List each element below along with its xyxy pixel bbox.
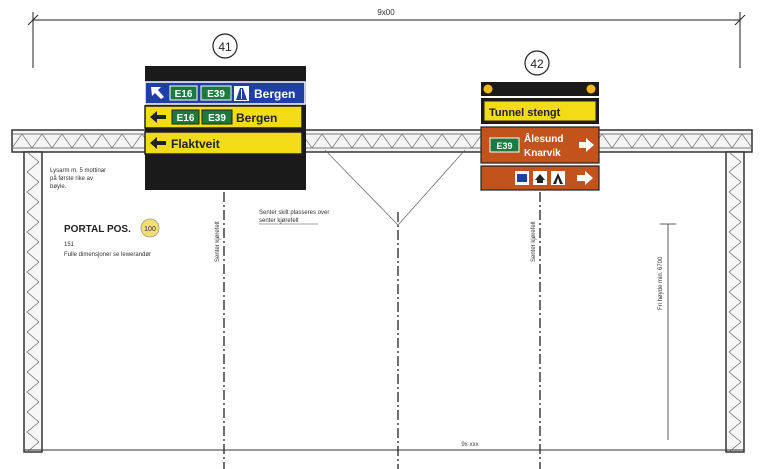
up-left-arrow-icon xyxy=(151,87,164,99)
tourist-icon xyxy=(533,171,547,185)
campsite-icon xyxy=(551,171,565,185)
sign-42-top-text: Tunnel stengt xyxy=(489,107,561,119)
center-note-line-2: senter kjørefelt xyxy=(259,218,299,224)
left-note-line-2: på første rike av xyxy=(50,175,93,182)
portal-number: 100 xyxy=(144,226,156,233)
top-dimension: 9x00 xyxy=(27,8,746,68)
left-note-line-3: bøyle. xyxy=(50,184,67,190)
right-column xyxy=(725,151,745,453)
sign-41-row-2: E16 E39 Bergen xyxy=(144,105,303,129)
sign-42-number: 42 xyxy=(530,57,544,71)
lane-label-right: Senter kjørefelt xyxy=(531,221,537,262)
left-arrow-icon-2 xyxy=(150,137,166,149)
sign-41-row-1-route-2: E39 xyxy=(207,89,225,100)
sign-42-lamp-bar xyxy=(481,82,599,96)
left-note: Lysarm m. 5 mottinar på første rike av b… xyxy=(50,168,106,190)
sign-41-row-3: Flaktveit xyxy=(144,131,303,155)
center-note: Senter skilt plasseres over senter kjøre… xyxy=(259,210,329,225)
right-arrow-icon xyxy=(579,138,594,152)
sign-41-row-2-route-1: E16 xyxy=(177,113,195,124)
truss-beam xyxy=(11,129,753,153)
sign-42-route: E39 xyxy=(496,141,512,151)
portal-sub-2: Fulle dimensjoner se lewerandør xyxy=(64,252,151,258)
sign-41-number-circle xyxy=(212,33,238,59)
center-reference-lines xyxy=(324,149,466,226)
sign-41: 41 E16 E39 Bergen E16 xyxy=(144,33,306,190)
route-shield-e16-yellow xyxy=(171,109,200,125)
sign-42-destination-panel: E39 Ålesund Knarvik xyxy=(480,126,600,164)
portal-label-group: PORTAL POS. 100 151 Fulle dimensjoner se… xyxy=(64,218,160,258)
bottom-dimension-label: 9x·xxx xyxy=(461,442,478,448)
sign-41-row-1: E16 E39 Bergen xyxy=(144,81,306,105)
sign-42-service-panel xyxy=(480,165,600,191)
portal-number-badge xyxy=(140,218,160,238)
left-note-line-1: Lysarm m. 5 mottinar xyxy=(50,168,106,174)
center-note-line-1: Senter skilt plasseres over xyxy=(259,210,329,216)
sign-42-number-circle xyxy=(524,50,550,76)
portal-sub-1: 151 xyxy=(64,242,75,248)
right-arrow-icon-2 xyxy=(577,171,593,185)
warning-lamp-left-icon xyxy=(483,84,493,94)
sign-41-row-3-text: Flaktveit xyxy=(171,137,220,151)
camping-cabin-icon xyxy=(515,171,529,185)
sign-41-row-2-route-2: E39 xyxy=(208,113,226,124)
lane-label-left: Senter kjørefelt xyxy=(215,221,221,262)
route-shield-e16 xyxy=(169,85,198,101)
route-shield-e39-yellow xyxy=(201,109,233,125)
left-arrow-icon xyxy=(150,111,166,123)
sign-41-number: 41 xyxy=(218,40,232,54)
sign-42-destination-2: Knarvik xyxy=(524,148,561,159)
sign-42-destination-1: Ålesund xyxy=(524,132,563,145)
portal-label: PORTAL POS. xyxy=(64,224,131,235)
height-dimension: Fri høyde min. 6700 xyxy=(658,223,676,440)
sign-41-row-2-text: Bergen xyxy=(236,111,277,125)
height-dimension-label: Fri høyde min. 6700 xyxy=(658,256,664,310)
top-dimension-label: 9x00 xyxy=(377,8,395,17)
route-shield-e39 xyxy=(200,85,232,101)
left-column xyxy=(23,151,43,453)
sign-41-row-1-text: Bergen xyxy=(254,87,295,101)
route-shield-e39-brown xyxy=(489,137,520,153)
warning-lamp-right-icon xyxy=(586,84,596,94)
motorway-icon xyxy=(234,86,249,101)
lane-center-lines xyxy=(223,192,541,469)
sign-41-row-1-route-1: E16 xyxy=(175,89,193,100)
sign-42: 42 Tunnel stengt E39 Ålesund Knarvik xyxy=(480,50,600,191)
